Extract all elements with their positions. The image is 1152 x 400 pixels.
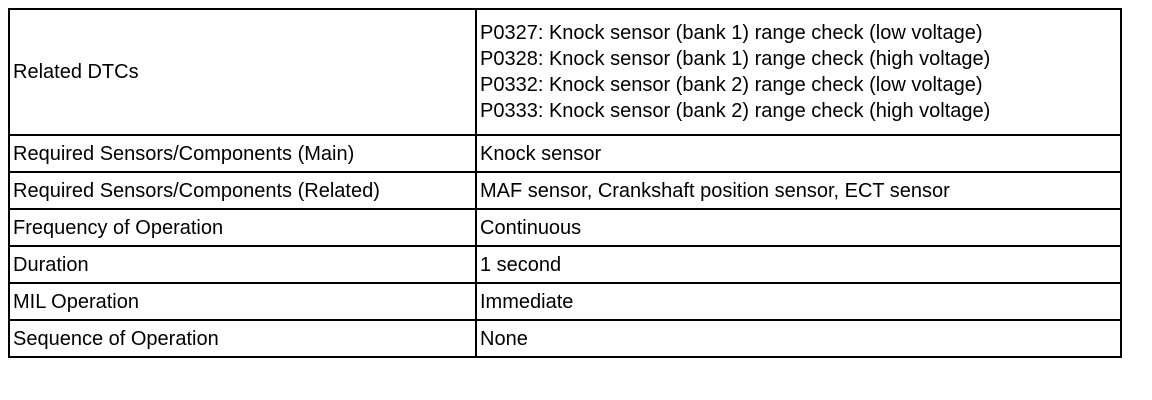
row-value: MAF sensor, Crankshaft position sensor, … bbox=[475, 171, 1122, 210]
row-value: Continuous bbox=[475, 208, 1122, 247]
monitor-spec-table: Related DTCs P0327: Knock sensor (bank 1… bbox=[8, 8, 1122, 358]
row-label: Required Sensors/Components (Related) bbox=[8, 171, 477, 210]
dtc-item: P0327: Knock sensor (bank 1) range check… bbox=[480, 22, 983, 44]
row-label: Related DTCs bbox=[8, 8, 477, 136]
row-value: Knock sensor bbox=[475, 134, 1122, 173]
table-row-duration: Duration 1 second bbox=[8, 245, 1122, 284]
row-label: Required Sensors/Components (Main) bbox=[8, 134, 477, 173]
table-row-sensors-related: Required Sensors/Components (Related) MA… bbox=[8, 171, 1122, 210]
dtc-item: P0328: Knock sensor (bank 1) range check… bbox=[480, 48, 991, 70]
table-row-sequence: Sequence of Operation None bbox=[8, 319, 1122, 358]
table-row-related-dtcs: Related DTCs P0327: Knock sensor (bank 1… bbox=[8, 8, 1122, 136]
row-value: Immediate bbox=[475, 282, 1122, 321]
dtc-item: P0332: Knock sensor (bank 2) range check… bbox=[480, 74, 983, 96]
dtc-list-cell: P0327: Knock sensor (bank 1) range check… bbox=[475, 8, 1122, 136]
table-row-mil-operation: MIL Operation Immediate bbox=[8, 282, 1122, 321]
table-row-sensors-main: Required Sensors/Components (Main) Knock… bbox=[8, 134, 1122, 173]
row-value: 1 second bbox=[475, 245, 1122, 284]
row-label: Sequence of Operation bbox=[8, 319, 477, 358]
row-label: Frequency of Operation bbox=[8, 208, 477, 247]
dtc-item: P0333: Knock sensor (bank 2) range check… bbox=[480, 100, 991, 122]
row-label: MIL Operation bbox=[8, 282, 477, 321]
row-value: None bbox=[475, 319, 1122, 358]
table-row-frequency: Frequency of Operation Continuous bbox=[8, 208, 1122, 247]
row-label: Duration bbox=[8, 245, 477, 284]
